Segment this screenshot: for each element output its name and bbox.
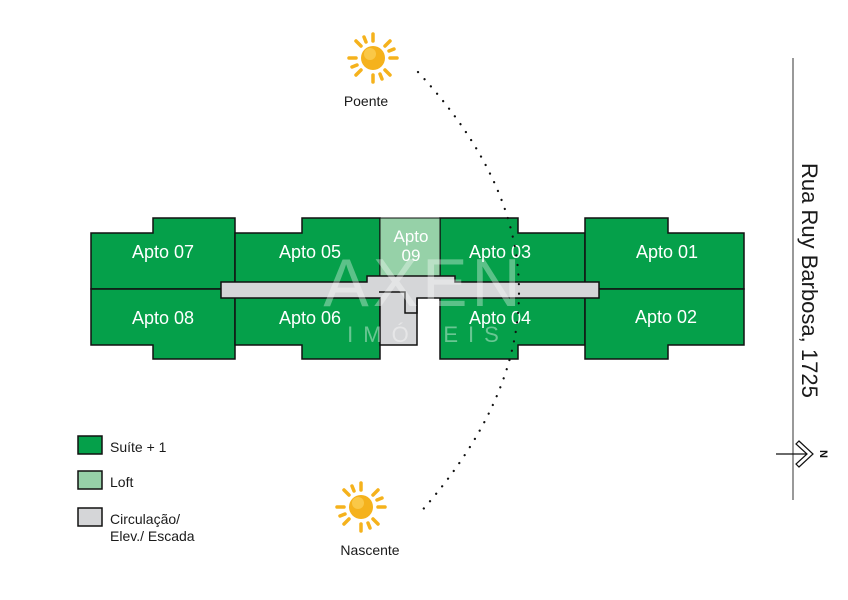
- legend: Suíte + 1 Loft Circulação/ Elev./ Escada: [77, 435, 195, 544]
- apto-02-shape[interactable]: [584, 288, 745, 360]
- sun-path-arc: [416, 70, 521, 517]
- apto-06-label: Apto 06: [279, 308, 341, 328]
- poente-label: Poente: [344, 93, 389, 109]
- legend-label-loft: Loft: [110, 474, 133, 490]
- nascente-label: Nascente: [340, 542, 399, 558]
- street-label: Rua Ruy Barbosa, 1725: [797, 163, 822, 398]
- north-arrow-icon: [776, 440, 814, 468]
- sun-icon-poente: [347, 32, 399, 84]
- north-label: N: [817, 450, 829, 458]
- apto-08-label: Apto 08: [132, 308, 194, 328]
- legend-swatch-circulation: [77, 507, 103, 527]
- suite-blocks: [90, 217, 745, 360]
- apto-09-label-line1: Apto: [394, 227, 429, 246]
- circulation-area: [220, 275, 600, 346]
- legend-swatch-loft: [77, 470, 103, 490]
- legend-label-suite: Suíte + 1: [110, 439, 167, 455]
- sun-icon-nascente: [335, 481, 387, 533]
- apto-01-label: Apto 01: [636, 242, 698, 262]
- apto-09-label-line2: 09: [402, 246, 421, 265]
- watermark-sub: IMÓVEIS: [347, 322, 509, 347]
- watermark-brand: AXEN: [323, 245, 524, 321]
- apto-05-label: Apto 05: [279, 242, 341, 262]
- apto-03-label: Apto 03: [469, 242, 531, 262]
- legend-label-circulation-1: Circulação/: [110, 511, 180, 527]
- apartment-labels: Apto 07 Apto 08 Apto 05 Apto 06 Apto 03 …: [132, 227, 698, 328]
- apto-04-label: Apto 04: [469, 308, 531, 328]
- legend-swatch-suite: [77, 435, 103, 455]
- legend-label-circulation-2: Elev./ Escada: [110, 528, 195, 544]
- apto-02-label: Apto 02: [635, 307, 697, 327]
- apto-07-label: Apto 07: [132, 242, 194, 262]
- apto-09-shape[interactable]: [379, 217, 441, 281]
